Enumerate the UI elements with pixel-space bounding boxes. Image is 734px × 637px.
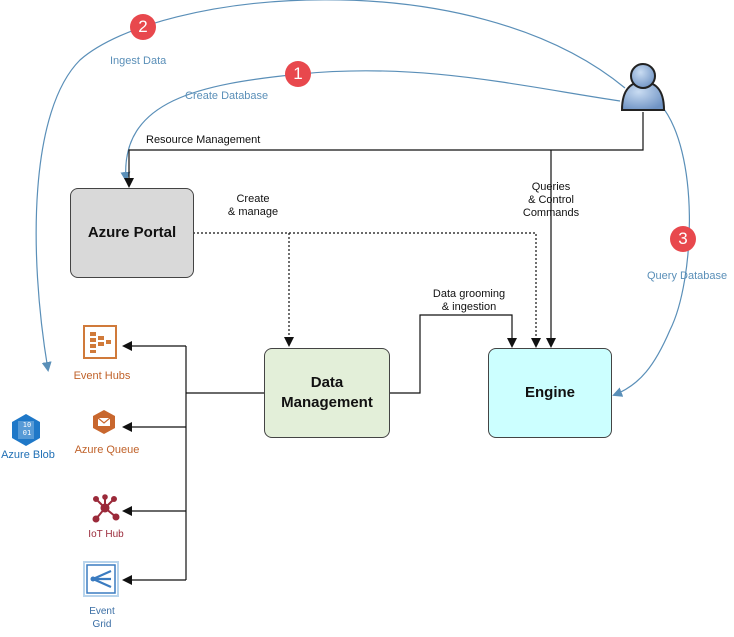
sources-bus [185,346,264,580]
azure-blob-glyph: 10 01 [19,421,35,437]
grooming-line1: Data grooming [432,288,506,300]
azure-queue-icon [93,410,115,434]
event-grid-icon [83,561,119,597]
event-grid-line2: Grid [92,619,112,630]
data-management-node: Data Management [264,348,390,438]
engine-label: Engine [524,384,575,401]
queries-line2: & Control [528,194,574,206]
event-hubs-label: Event Hubs [73,370,131,382]
azure-portal-label: Azure Portal [87,224,177,241]
event-grid-line1: Event [89,606,115,617]
ingest-data-label: Ingest Data [110,55,167,67]
iot-hub-icon [92,494,120,523]
step-1-badge: 1 [285,61,311,87]
resource-management-connector [124,112,644,188]
queries-line3: Commands [522,207,580,219]
data-grooming-connector [389,314,517,394]
step-3-badge: 3 [670,226,696,252]
user-icon [620,63,666,111]
grooming-line2: & ingestion [441,301,497,313]
queries-line1: Queries [531,181,571,193]
azure-queue-label: Azure Queue [74,444,140,456]
azure-blob-glyph-line2: 01 [22,429,32,437]
resource-management-label: Resource Management [146,134,261,146]
engine-node: Engine [488,348,612,438]
azure-blob-glyph-line1: 10 [22,421,32,429]
event-grid-label: Event Grid [80,605,124,631]
data-management-line2: Management [281,394,373,411]
step-2-badge: 2 [130,14,156,40]
azure-blob-icon [12,414,40,446]
queries-control-label: Queries & Control Commands [516,181,586,220]
create-manage-label: Create & manage [223,193,283,219]
create-database-flow [120,70,621,182]
event-hubs-icon [83,325,117,359]
azure-blob-label: Azure Blob [1,449,55,461]
query-database-flow [612,103,690,397]
create-manage-line1: Create [236,193,270,205]
create-database-label: Create Database [185,90,269,102]
query-database-label: Query Database [647,270,728,282]
azure-portal-node: Azure Portal [70,188,194,278]
create-manage-line2: & manage [227,206,279,218]
ingest-data-flow [35,0,626,372]
data-management-line1: Data [310,374,344,391]
data-grooming-label: Data grooming & ingestion [428,288,510,314]
iot-hub-label: IoT Hub [88,529,124,540]
